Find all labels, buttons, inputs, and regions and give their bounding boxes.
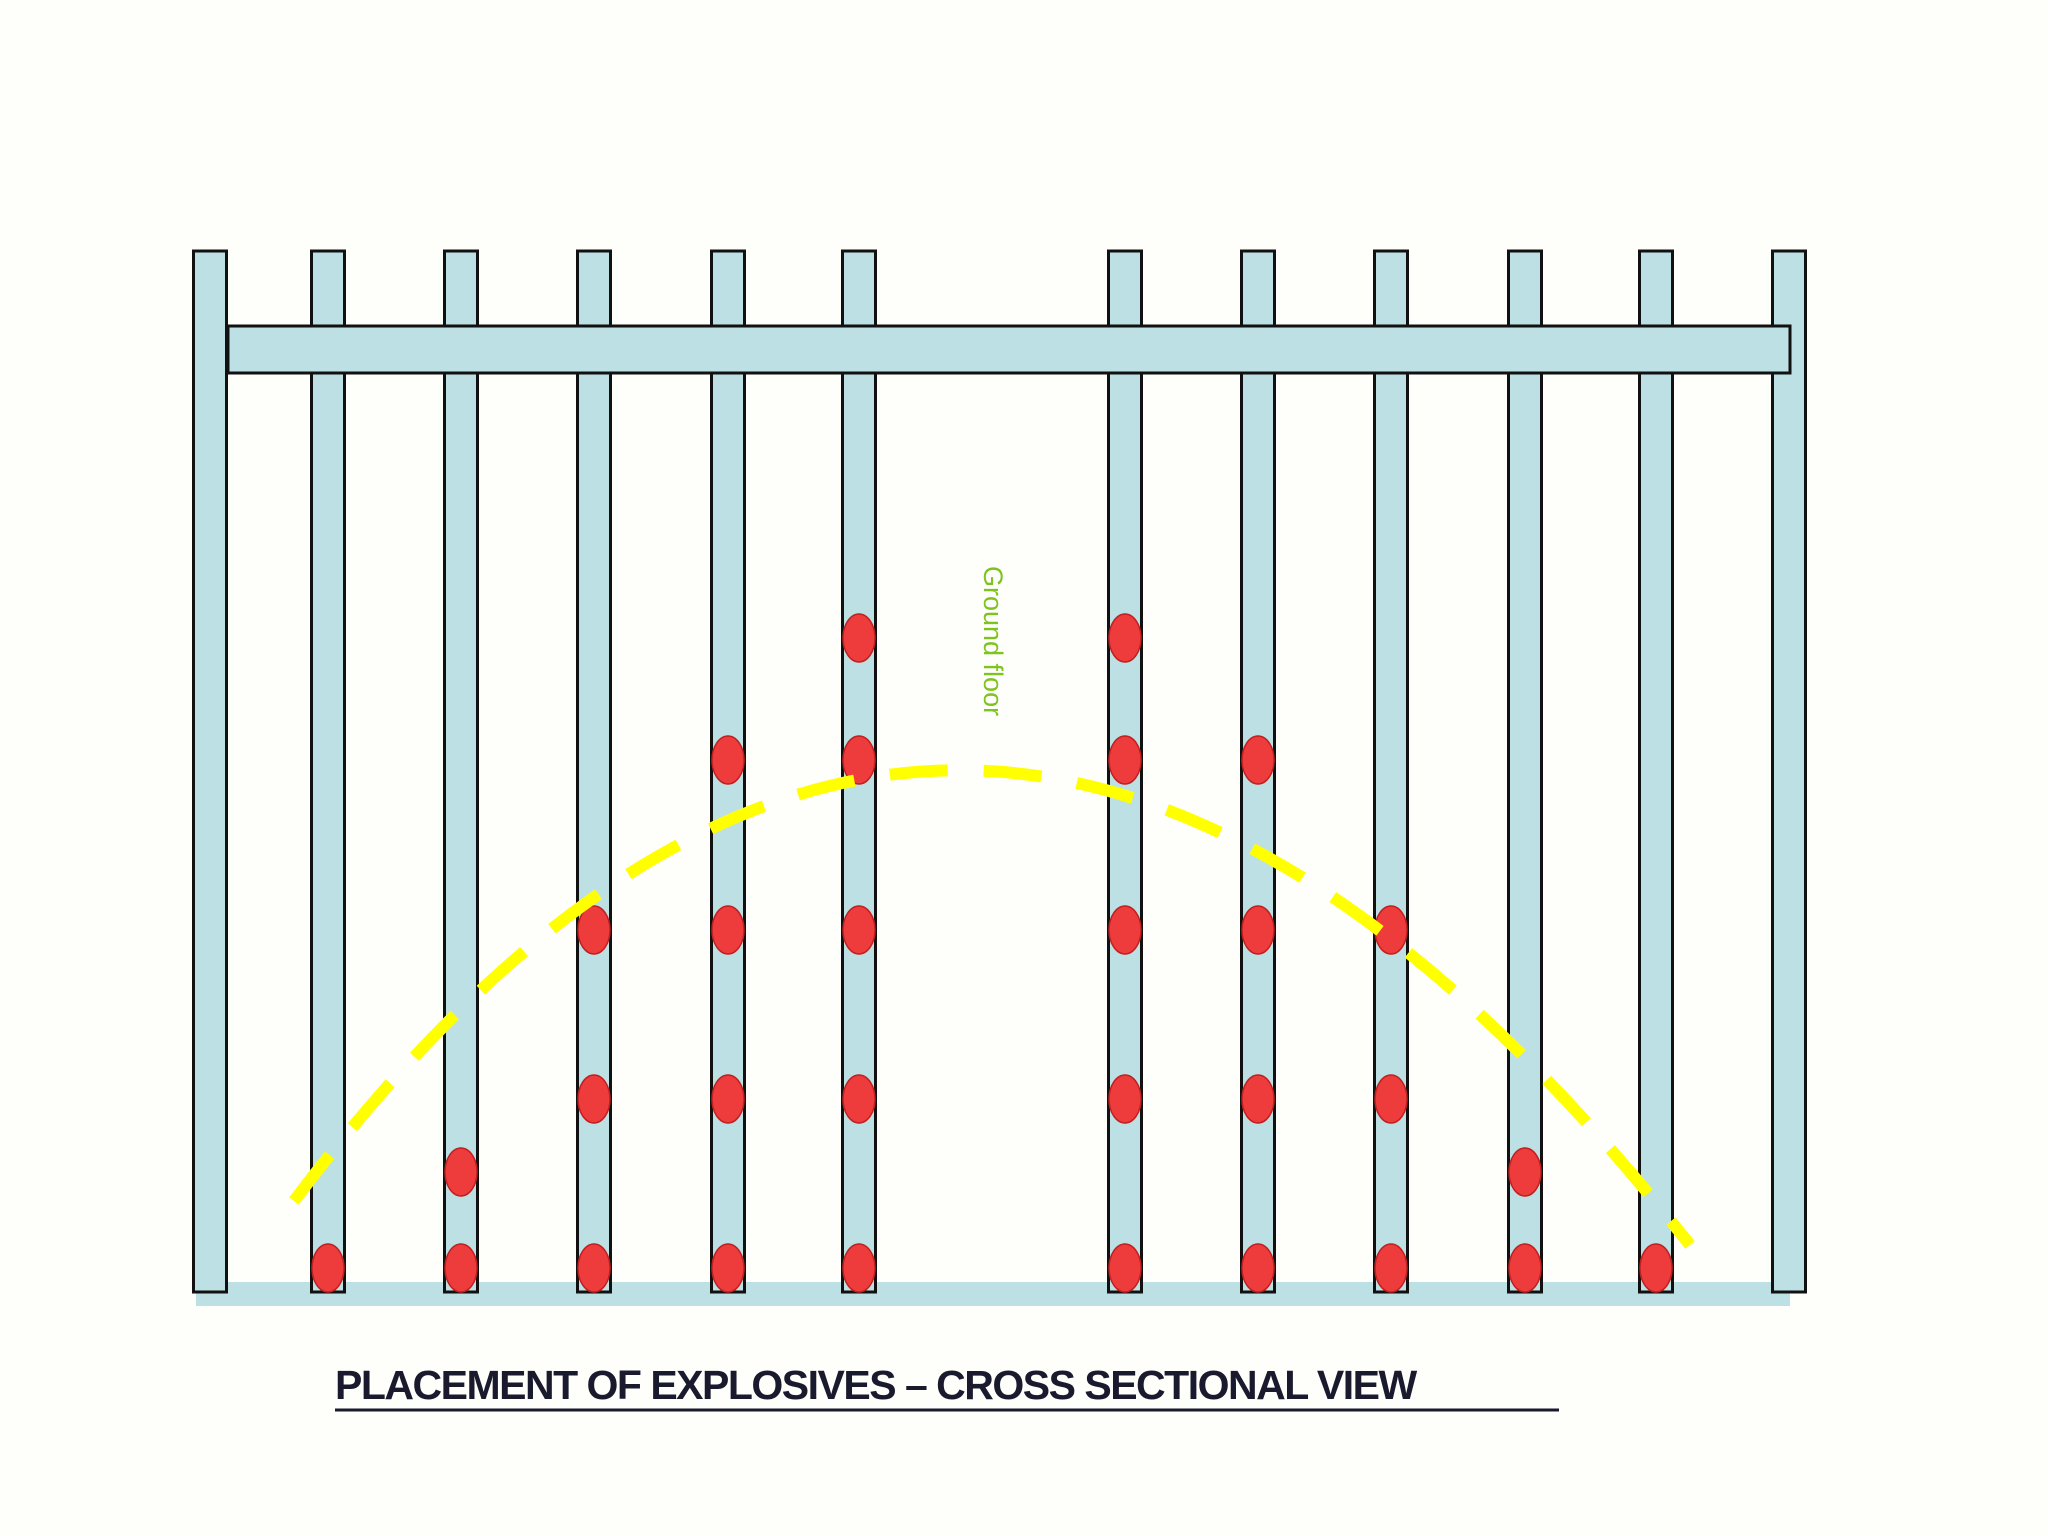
charge-col5-1	[711, 1243, 745, 1293]
ground-floor-label: Ground floor	[978, 566, 1008, 716]
column-12	[1771, 249, 1807, 1294]
charge-col8-1	[1241, 1243, 1275, 1293]
charge-col7-4	[1108, 735, 1142, 785]
column-1	[192, 249, 228, 1294]
charge-col6-5	[842, 613, 876, 663]
charge-col6-1	[842, 1243, 876, 1293]
column-2	[310, 249, 346, 1294]
charge-col6-2	[842, 1074, 876, 1124]
charge-col9-1	[1374, 1243, 1408, 1293]
charge-col5-4	[711, 735, 745, 785]
collapse-curve-group	[289, 764, 1695, 1249]
collapse-curve	[289, 764, 1695, 1249]
charge-col8-2	[1241, 1074, 1275, 1124]
charges-group	[311, 613, 1673, 1293]
charge-col4-3	[577, 905, 611, 955]
charge-col6-4	[842, 735, 876, 785]
charge-col4-1	[577, 1243, 611, 1293]
charge-col9-2	[1374, 1074, 1408, 1124]
charge-col7-2	[1108, 1074, 1142, 1124]
beam-group	[226, 324, 1792, 375]
charge-col5-2	[711, 1074, 745, 1124]
column-9	[1373, 249, 1409, 1294]
column-10	[1507, 249, 1543, 1294]
charge-col3-1	[444, 1243, 478, 1293]
charge-col3-2	[444, 1147, 478, 1197]
diagram-caption: PLACEMENT OF EXPLOSIVES – CROSS SECTIONA…	[335, 1362, 1417, 1408]
charge-col7-5	[1108, 613, 1142, 663]
column-3	[443, 249, 479, 1294]
charge-col5-3	[711, 905, 745, 955]
column-11	[1638, 249, 1674, 1294]
charge-col11-1	[1639, 1243, 1673, 1293]
charge-col6-3	[842, 905, 876, 955]
charge-col7-1	[1108, 1243, 1142, 1293]
beam	[226, 324, 1792, 375]
charge-col4-2	[577, 1074, 611, 1124]
ground-slab	[196, 1282, 1790, 1306]
ground-slab-rect	[196, 1282, 1790, 1306]
charge-col8-3	[1241, 905, 1275, 955]
charge-col10-2	[1508, 1147, 1542, 1197]
charge-col2-1	[311, 1243, 345, 1293]
charge-col8-4	[1241, 735, 1275, 785]
column-4	[576, 249, 612, 1294]
charge-col7-3	[1108, 905, 1142, 955]
charge-col10-1	[1508, 1243, 1542, 1293]
columns-group	[192, 249, 1807, 1294]
